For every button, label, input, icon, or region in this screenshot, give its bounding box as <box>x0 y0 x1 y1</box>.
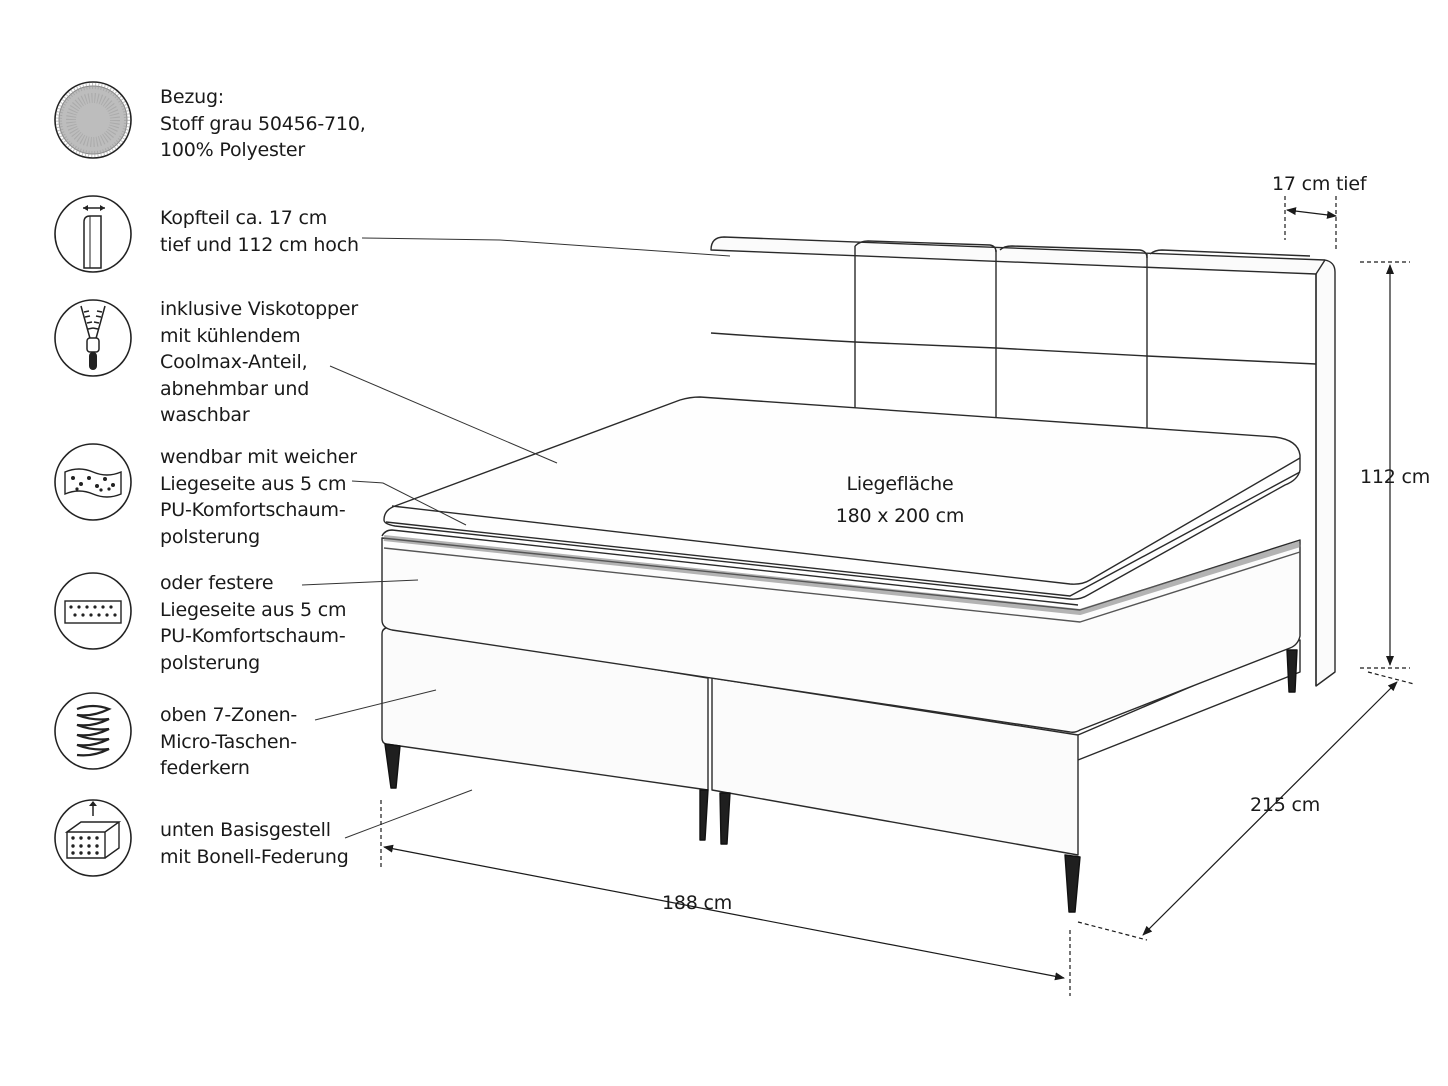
length-label: 215 cm <box>1250 794 1321 816</box>
height-label: 112 cm <box>1360 466 1431 488</box>
soft-foam-icon <box>54 443 132 521</box>
feature-label-cover: Bezug: Stoff grau 50456-710, 100% Polyes… <box>160 86 366 161</box>
viscotopper <box>383 396 1301 600</box>
dimension-lines <box>380 196 1415 996</box>
mattress <box>381 529 1301 733</box>
feature-label-topper: inklusive Viskotopper mit kühlendem Cool… <box>160 298 358 426</box>
pocket-spring-icon <box>54 692 132 770</box>
width-label: 188 cm <box>662 892 733 914</box>
feature-label-soft-side: wendbar mit weicher Liegeseite aus 5 cm … <box>160 446 357 548</box>
leader-lines <box>301 237 731 839</box>
headboard <box>710 236 1336 687</box>
fabric-texture-icon <box>54 81 132 159</box>
sleeping-area-title: Liegefläche <box>846 473 954 495</box>
zipper-icon <box>54 299 132 377</box>
headboard-depth-icon <box>54 195 132 273</box>
headboard-depth-label: 17 cm tief <box>1272 173 1367 195</box>
bonell-base-icon <box>54 799 132 877</box>
feature-label-firm-side: oder festere Liegeseite aus 5 cm PU-Komf… <box>160 572 347 674</box>
feature-label-headboard: Kopfteil ca. 17 cm tief und 112 cm hoch <box>160 207 359 256</box>
firm-foam-icon <box>54 572 132 650</box>
feature-label-base: unten Basisgestell mit Bonell-Federung <box>160 819 349 868</box>
feature-label-pocket-springs: oben 7-Zonen- Micro-Taschen- federkern <box>160 704 298 779</box>
sleeping-area-size: 180 x 200 cm <box>835 505 965 527</box>
